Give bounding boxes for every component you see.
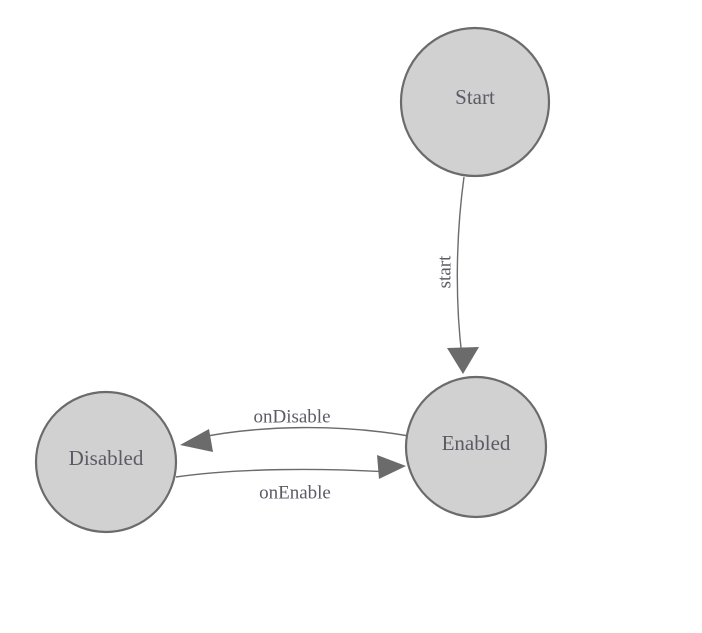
edge-start-label: start (434, 255, 455, 288)
node-start[interactable]: Start (399, 26, 551, 178)
node-enabled-label: Enabled (442, 431, 511, 455)
edge-onenable[interactable]: onEnable (175, 455, 406, 503)
edge-start-arrowhead (447, 347, 479, 374)
node-start-circle (399, 26, 551, 178)
edge-onenable-label: onEnable (259, 482, 331, 503)
node-enabled-circle (404, 375, 548, 519)
edge-onenable-arrowhead (377, 455, 406, 479)
edge-ondisable-label: onDisable (253, 406, 330, 427)
edge-ondisable-arrowhead (180, 429, 213, 452)
edge-start[interactable]: start (434, 176, 479, 374)
node-enabled[interactable]: Enabled (404, 375, 548, 519)
edge-start-path (456, 176, 465, 358)
edge-ondisable[interactable]: onDisable (180, 406, 410, 452)
node-disabled-label: Disabled (69, 446, 144, 470)
node-disabled[interactable]: Disabled (34, 390, 178, 534)
node-disabled-circle (34, 390, 178, 534)
edge-onenable-path (175, 468, 390, 478)
edge-ondisable-path (196, 426, 410, 439)
node-start-label: Start (455, 85, 495, 109)
